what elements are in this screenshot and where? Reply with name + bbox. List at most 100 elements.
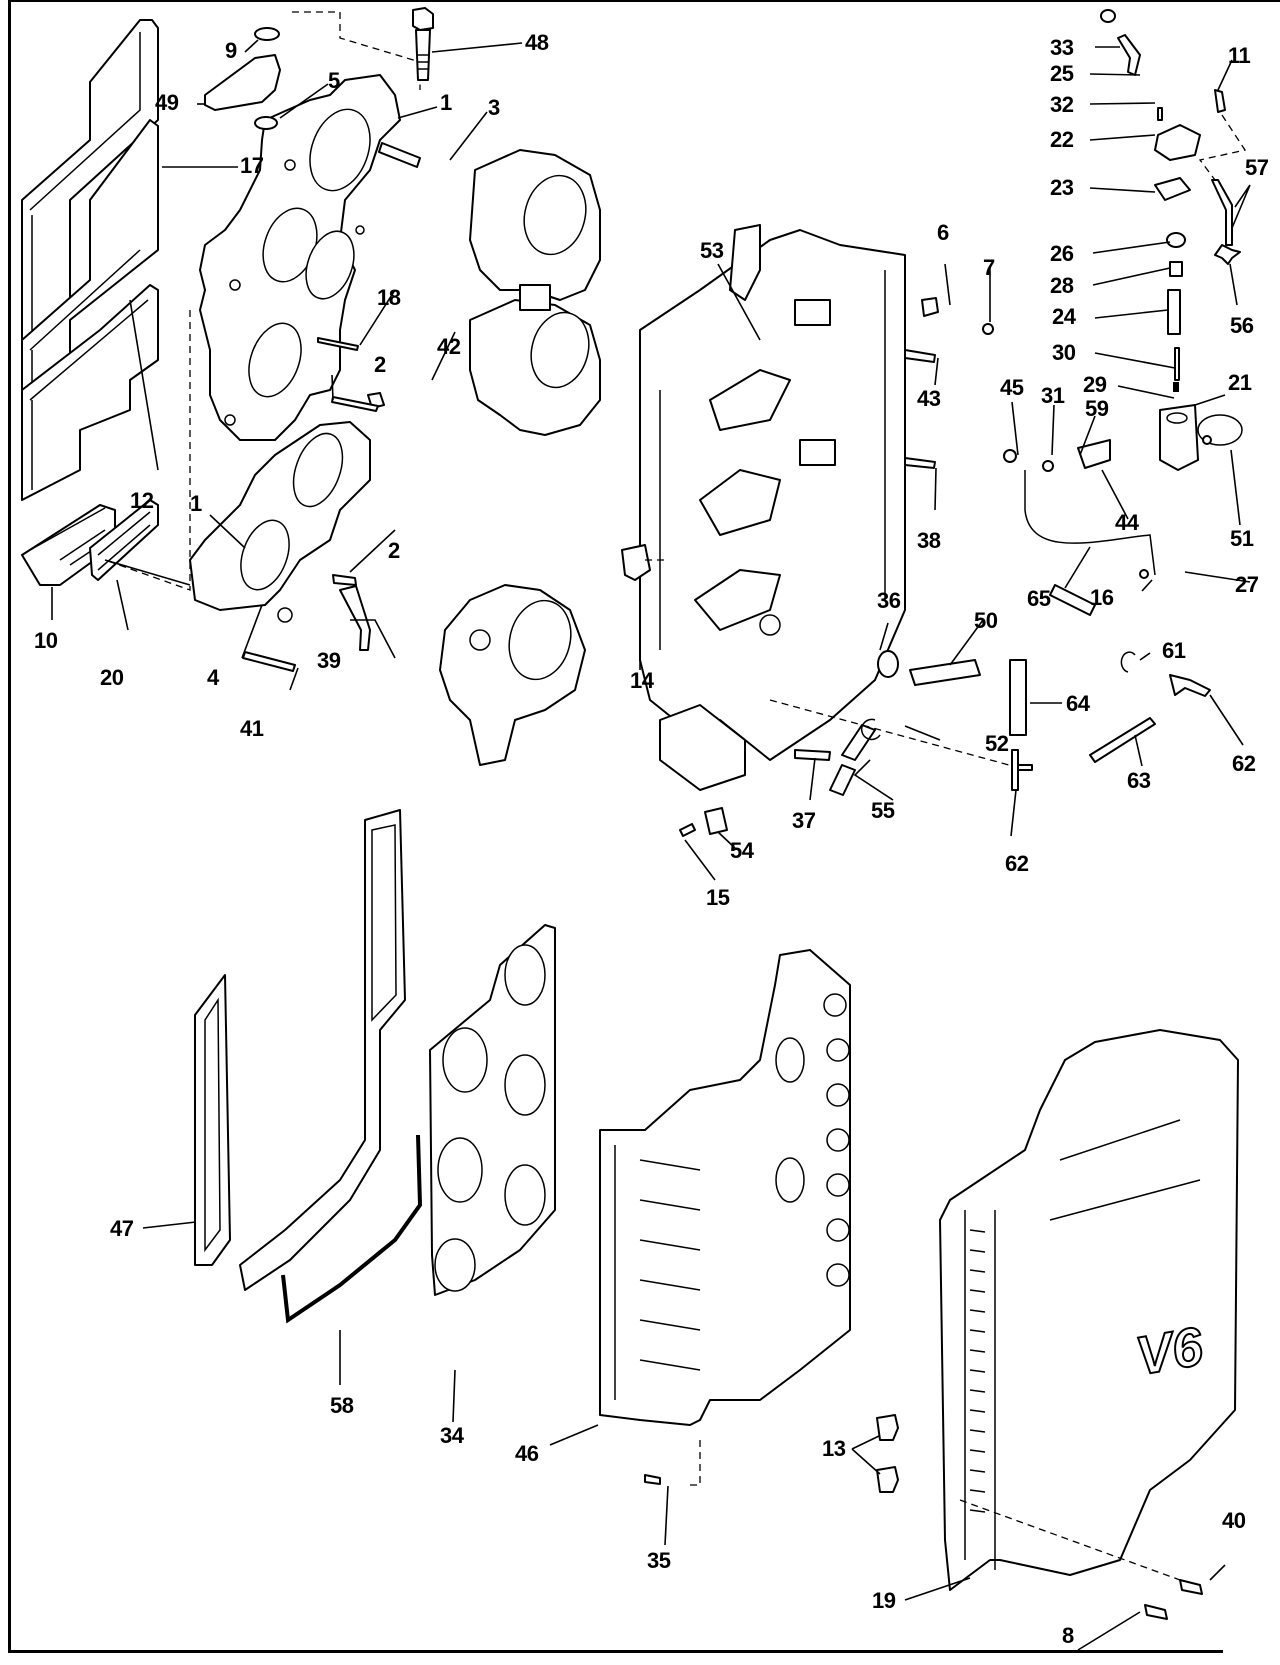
callout-17: 17 bbox=[240, 153, 264, 178]
screw-18-artwork bbox=[317, 337, 359, 351]
callout-64: 64 bbox=[1066, 691, 1090, 716]
bolt-37-artwork bbox=[794, 749, 831, 761]
carburetor-lower-artwork bbox=[439, 584, 586, 766]
callout-40: 40 bbox=[1222, 1508, 1246, 1533]
leader-20 bbox=[104, 559, 191, 586]
tee-62-lower-artwork bbox=[1011, 749, 1033, 791]
callout-50: 50 bbox=[974, 608, 998, 633]
callout-62-upper: 62 bbox=[1232, 751, 1256, 776]
tee-62-upper-artwork bbox=[1169, 674, 1211, 697]
callout-36: 36 bbox=[877, 588, 901, 613]
frame-border-top bbox=[8, 0, 1280, 2]
bolt-41-artwork bbox=[242, 651, 296, 672]
adapter-plate-53-artwork bbox=[639, 224, 906, 791]
callout-57: 57 bbox=[1245, 155, 1269, 180]
callout-10: 10 bbox=[34, 628, 58, 653]
callout-6: 6 bbox=[937, 220, 949, 245]
v6-emblem: V6 bbox=[1132, 1316, 1208, 1387]
callout-56: 56 bbox=[1230, 313, 1254, 338]
callout-33: 33 bbox=[1050, 35, 1074, 60]
callout-5: 5 bbox=[328, 68, 340, 93]
callout-32: 32 bbox=[1050, 92, 1074, 117]
clamp-61-artwork bbox=[1120, 651, 1136, 673]
callout-1-upper: 1 bbox=[440, 90, 452, 115]
adapter-plate-46-artwork bbox=[599, 949, 851, 1426]
callout-58: 58 bbox=[330, 1393, 354, 1418]
clamp-14-artwork bbox=[621, 544, 651, 581]
gasket-12-artwork bbox=[21, 284, 159, 501]
callout-31: 31 bbox=[1041, 383, 1065, 408]
clip-6-artwork bbox=[921, 297, 939, 317]
grommet-36-artwork bbox=[877, 650, 899, 678]
dashed-alignment-bracket bbox=[292, 11, 421, 90]
callout-20: 20 bbox=[100, 665, 124, 690]
callout-49: 49 bbox=[155, 90, 179, 115]
fitting-2-upper-artwork bbox=[331, 396, 379, 412]
callout-59: 59 bbox=[1085, 396, 1109, 421]
callout-29: 29 bbox=[1083, 372, 1107, 397]
callout-53: 53 bbox=[700, 238, 724, 263]
hose-64-artwork bbox=[1009, 659, 1027, 736]
callout-12: 12 bbox=[130, 488, 154, 513]
fitting-2-lower-artwork bbox=[332, 574, 357, 586]
callout-1-lower: 1 bbox=[190, 491, 202, 516]
callout-55: 55 bbox=[871, 798, 895, 823]
leader-lines bbox=[51, 39, 1251, 1651]
callout-7: 7 bbox=[983, 255, 995, 280]
callout-21: 21 bbox=[1228, 370, 1252, 395]
screw-7-artwork bbox=[982, 323, 994, 335]
callout-4: 4 bbox=[207, 665, 219, 690]
callout-16: 16 bbox=[1090, 585, 1114, 610]
stud-3-artwork bbox=[378, 142, 421, 168]
callout-42: 42 bbox=[437, 334, 461, 359]
screw-15-artwork bbox=[679, 823, 696, 837]
callout-48: 48 bbox=[525, 30, 549, 55]
callout-39: 39 bbox=[317, 648, 341, 673]
callout-62-lower: 62 bbox=[1005, 851, 1029, 876]
callout-41: 41 bbox=[240, 716, 264, 741]
manifold-50-artwork bbox=[909, 659, 981, 686]
dashed-alignment-35 bbox=[690, 1440, 701, 1486]
callout-9: 9 bbox=[225, 38, 237, 63]
callout-35: 35 bbox=[647, 1548, 671, 1573]
washer-5-artwork bbox=[254, 116, 278, 130]
callout-61: 61 bbox=[1162, 638, 1186, 663]
callout-44: 44 bbox=[1115, 510, 1139, 535]
callout-65: 65 bbox=[1027, 586, 1051, 611]
bracket-54-artwork bbox=[704, 807, 728, 835]
callout-63: 63 bbox=[1127, 768, 1151, 793]
seal-strip-58-artwork bbox=[281, 1134, 423, 1324]
callout-47: 47 bbox=[110, 1216, 134, 1241]
hose-65-artwork bbox=[1049, 584, 1096, 616]
callout-18: 18 bbox=[377, 285, 401, 310]
bolt-40-artwork bbox=[1179, 1579, 1203, 1595]
callout-23: 23 bbox=[1050, 175, 1074, 200]
frame-border-bottom bbox=[8, 1650, 1223, 1653]
callout-22: 22 bbox=[1050, 127, 1074, 152]
hose-39-artwork bbox=[339, 585, 371, 651]
callout-24: 24 bbox=[1052, 304, 1076, 329]
hose-55-artwork bbox=[829, 724, 876, 796]
callout-25: 25 bbox=[1050, 61, 1074, 86]
clip-13-artwork bbox=[876, 1414, 899, 1493]
bolt-8-artwork bbox=[1144, 1604, 1168, 1620]
callout-45: 45 bbox=[1000, 375, 1024, 400]
dashed-alignment-reed bbox=[104, 310, 191, 591]
frame-border-left bbox=[8, 0, 11, 1652]
hose-63-artwork bbox=[1089, 717, 1156, 763]
callout-51: 51 bbox=[1230, 526, 1254, 551]
callout-27: 27 bbox=[1235, 572, 1259, 597]
callout-28: 28 bbox=[1050, 273, 1074, 298]
callout-34: 34 bbox=[440, 1423, 464, 1448]
clamp-52-artwork bbox=[860, 718, 881, 741]
callout-15: 15 bbox=[706, 885, 730, 910]
carburetor-upper-artwork bbox=[469, 149, 601, 436]
callout-3: 3 bbox=[488, 95, 500, 120]
callout-43: 43 bbox=[917, 386, 941, 411]
callout-52: 52 bbox=[985, 731, 1009, 756]
bracket-49-artwork bbox=[204, 54, 281, 111]
bolt-38-artwork bbox=[904, 457, 936, 469]
callout-37: 37 bbox=[792, 808, 816, 833]
